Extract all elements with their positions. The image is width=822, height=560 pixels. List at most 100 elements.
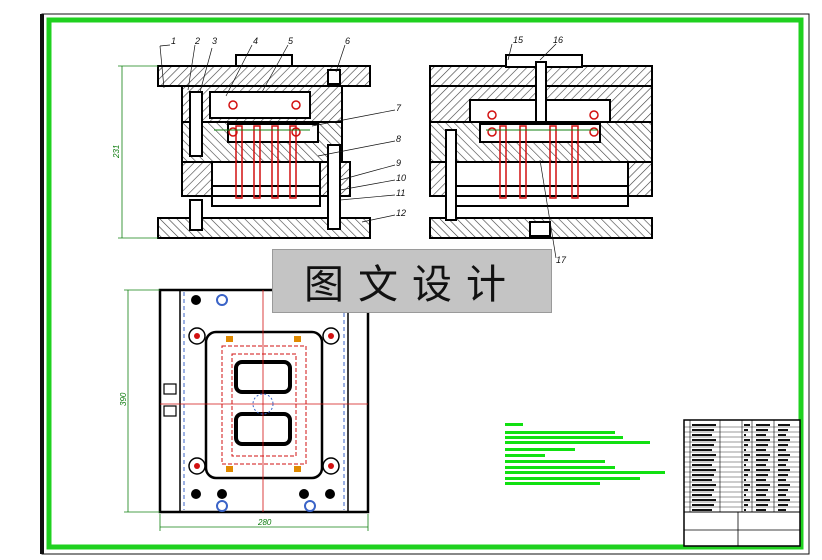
- bom-cell: [756, 509, 766, 511]
- bom-cell: [756, 439, 770, 441]
- bom-cell: [692, 449, 712, 451]
- bom-cell: [744, 439, 750, 441]
- bom-cell: [778, 509, 786, 511]
- part-label-11: 11: [396, 188, 405, 198]
- bom-cell: [744, 504, 748, 506]
- front-view-leaders: [159, 44, 396, 223]
- bom-cell: [692, 444, 714, 446]
- part-label-1: 1: [171, 36, 176, 46]
- bom-cell: [744, 509, 746, 511]
- plan-height-dim-text: 390: [119, 392, 128, 406]
- part-label-6: 6: [345, 36, 350, 46]
- bom-cell: [778, 434, 786, 436]
- bom-cell: [744, 454, 750, 456]
- sheet-inner-border: [46, 17, 804, 550]
- bom-cell: [778, 424, 790, 426]
- bom-cell: [778, 499, 790, 501]
- side-view-leaders: [507, 43, 557, 259]
- bom-cell: [744, 474, 748, 476]
- bom-cell: [692, 454, 716, 456]
- bom-cell: [744, 469, 750, 471]
- bom-cell: [692, 499, 716, 501]
- bom-cell: [692, 474, 714, 476]
- bom-cell: [692, 434, 712, 436]
- part-label-2: 2: [194, 36, 200, 46]
- bom-cell: [756, 444, 768, 446]
- bom-cell: [778, 504, 788, 506]
- bom-cell: [692, 509, 712, 511]
- bom-cell: [692, 424, 716, 426]
- part-label-5: 5: [288, 36, 294, 46]
- plan-width-dim-text: 280: [257, 518, 272, 527]
- part-label-7: 7: [396, 103, 402, 113]
- bom-cell: [744, 449, 746, 451]
- bom-cell: [778, 489, 788, 491]
- bom-cell: [778, 454, 790, 456]
- bom-cell: [778, 429, 788, 431]
- bom-cell: [778, 449, 786, 451]
- bom-cell: [744, 489, 748, 491]
- bom-cell: [778, 474, 788, 476]
- bom-cell: [692, 469, 716, 471]
- part-label-12: 12: [396, 208, 406, 218]
- bom-cell: [756, 484, 770, 486]
- bom-cell: [778, 494, 786, 496]
- bom-cell: [756, 474, 768, 476]
- bom-cell: [692, 489, 714, 491]
- bom-cell: [756, 449, 766, 451]
- bom-cell: [744, 444, 748, 446]
- bom-cell: [778, 469, 790, 471]
- watermark: 图文设计: [272, 249, 552, 313]
- plan-dimensions: [124, 289, 369, 531]
- bom-cell: [756, 479, 766, 481]
- part-label-16: 16: [553, 35, 563, 45]
- bom-cell: [692, 484, 716, 486]
- bom-cell: [744, 459, 748, 461]
- bom-cell: [744, 464, 746, 466]
- bom-cell: [692, 459, 714, 461]
- bom-cell: [756, 489, 768, 491]
- bom-cell: [756, 504, 768, 506]
- bom-cell: [778, 479, 786, 481]
- bom-cell: [744, 499, 750, 501]
- plan-view: [158, 288, 370, 514]
- title-block: [683, 419, 801, 547]
- bom-cell: [778, 484, 790, 486]
- side-section-view: [429, 54, 653, 239]
- bom-cell: [756, 464, 766, 466]
- front-view-labels: 1 2 3 4 5 6 7 8 9 10 11 12: [171, 36, 406, 218]
- bom-cell: [692, 479, 712, 481]
- bom-cell: [778, 444, 788, 446]
- bom-cell: [692, 504, 714, 506]
- bom-cell: [744, 424, 750, 426]
- bom-cell: [778, 459, 788, 461]
- bom-rows: [684, 424, 800, 513]
- bom-cell: [744, 479, 746, 481]
- bom-cell: [756, 469, 770, 471]
- bom-cell: [756, 429, 768, 431]
- bom-cell: [744, 429, 748, 431]
- part-label-15: 15: [513, 35, 524, 45]
- bom-cell: [756, 499, 770, 501]
- part-label-4: 4: [253, 36, 258, 46]
- bom-cell: [756, 459, 768, 461]
- bom-cell: [744, 434, 746, 436]
- bom-cell: [692, 429, 714, 431]
- bom-cell: [744, 484, 750, 486]
- bom-cell: [778, 439, 790, 441]
- bom-cell: [756, 494, 766, 496]
- height-dimension: [118, 65, 158, 239]
- part-label-17: 17: [556, 255, 567, 265]
- front-section-view: [157, 54, 371, 239]
- bom-cell: [692, 439, 716, 441]
- bom-cell: [744, 494, 746, 496]
- part-label-3: 3: [212, 36, 217, 46]
- side-view-labels: 15 16 17: [513, 35, 567, 265]
- bom-cell: [692, 494, 712, 496]
- bom-cell: [692, 464, 712, 466]
- technical-notes: [505, 423, 665, 485]
- bom-cell: [778, 464, 786, 466]
- bom-cell: [756, 434, 766, 436]
- height-dim-text: 231: [112, 145, 121, 159]
